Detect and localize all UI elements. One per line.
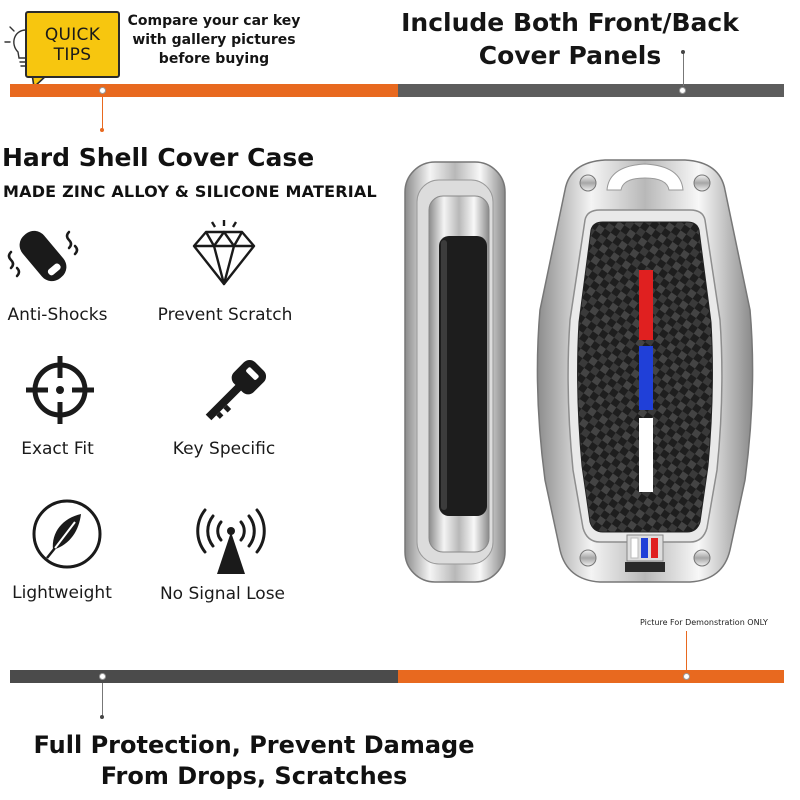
quick-tips-line2: TIPS [53,44,92,65]
quick-tips-text-line3: before buying [158,51,270,67]
hard-shell-title: Hard Shell Cover Case [2,143,315,172]
diamond-icon [192,220,256,286]
feather-icon [32,499,102,569]
demonstration-note: Picture For Demonstration ONLY [640,618,768,627]
crosshair-icon [26,356,94,424]
front-back-heading: Include Both Front/Back Cover Panels [380,6,760,72]
feature-label-key-specific: Key Specific [172,439,276,459]
bottom-bar-orange [398,670,784,683]
quick-tips-text-line1: Compare your car key [127,13,301,29]
top-bar-gray [398,84,784,97]
quick-tips-text-line2: with gallery pictures [132,32,296,48]
bottom-line2: From Drops, Scratches [100,762,408,790]
key-icon [205,359,267,421]
key-cover-product-image [404,159,754,583]
top-right-connector [683,52,684,86]
bottom-left-connector [102,683,103,717]
bottom-line1: Full Protection, Prevent Damage [33,731,475,759]
shock-key-icon [7,230,79,282]
top-bar-dot-right [679,87,686,94]
quick-tips-badge: QUICK TIPS [25,11,120,78]
front-back-line2: Cover Panels [478,41,662,70]
quick-tips-line1: QUICK [44,24,101,45]
bottom-protection-text: Full Protection, Prevent Damage From Dro… [0,730,508,792]
top-bar-orange [10,84,398,97]
feature-label-prevent-scratch: Prevent Scratch [157,305,293,325]
bottom-bar-dot-right [683,673,690,680]
bottom-bar-dot-left [99,673,106,680]
top-bar-dot-left [99,87,106,94]
top-right-connector-end [681,50,685,54]
quick-tips-text: Compare your car key with gallery pictur… [124,12,304,69]
top-left-connector-end [100,128,104,132]
feature-label-lightweight: Lightweight [12,583,112,603]
front-back-line1: Include Both Front/Back [401,8,739,37]
material-subtitle: MADE ZINC ALLOY & SILICONE MATERIAL [3,182,377,201]
top-left-connector [102,97,103,129]
bottom-right-connector [686,631,687,671]
feature-label-exact-fit: Exact Fit [21,439,94,459]
feature-label-no-signal-lose: No Signal Lose [159,584,286,604]
bottom-bar-gray [10,670,398,683]
feature-label-anti-shocks: Anti-Shocks [7,305,108,325]
bottom-left-connector-end [100,715,104,719]
signal-icon [196,508,266,574]
